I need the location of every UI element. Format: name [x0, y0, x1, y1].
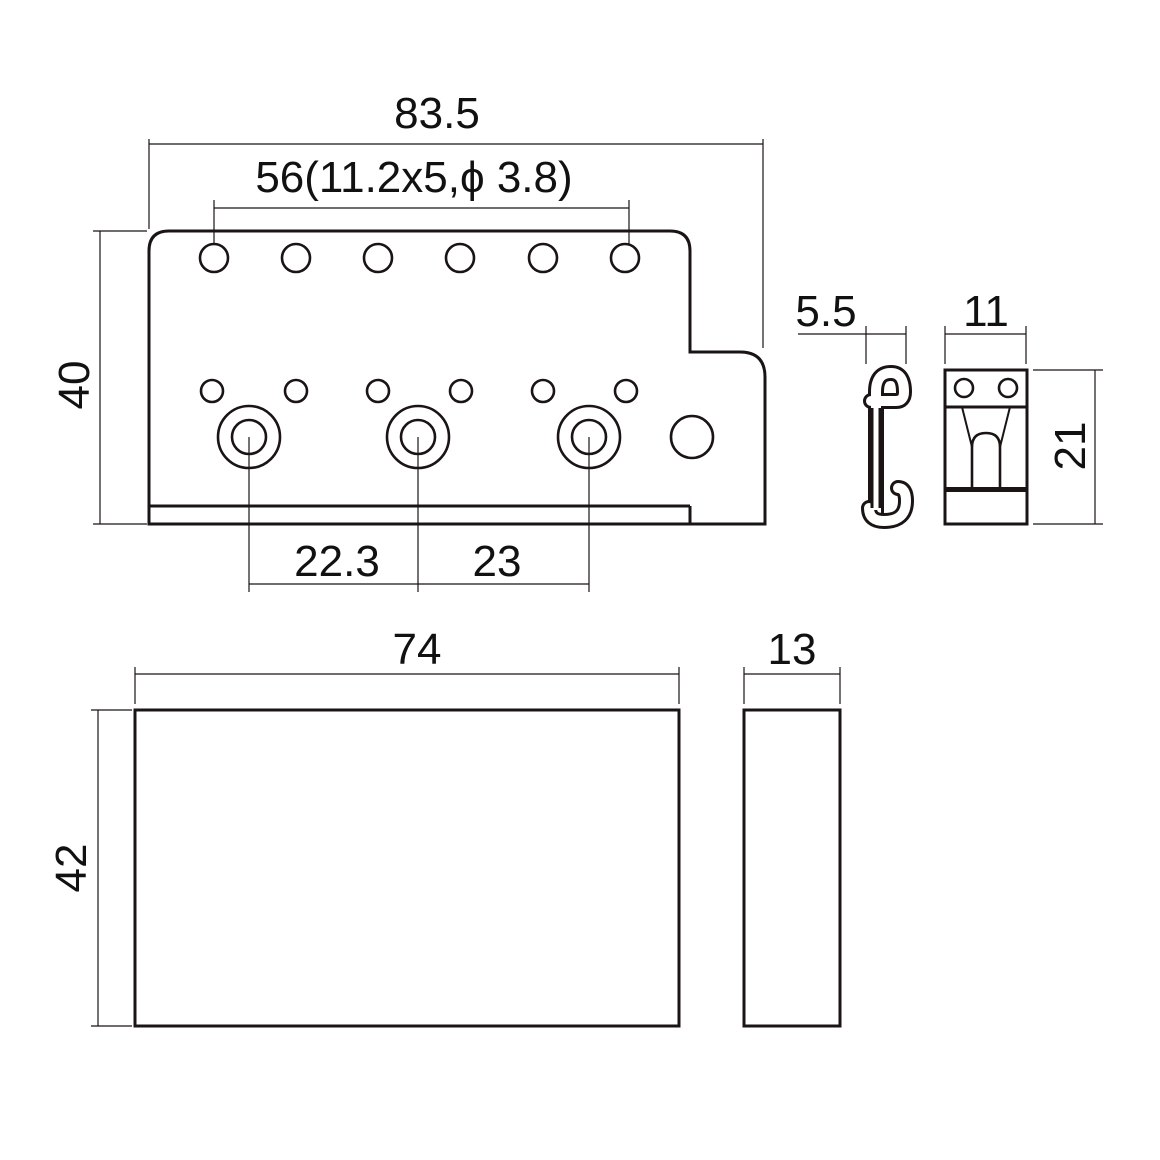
dim-hook-width: 5.5	[795, 287, 856, 336]
dim-saddle-spacing: 56(11.2x5,ϕ 3.8)	[255, 153, 572, 202]
saddle-hole	[527, 242, 559, 274]
dim-block-depth: 13	[768, 625, 817, 674]
saddle-hole	[609, 242, 641, 274]
saddle-hole	[362, 242, 394, 274]
mount-hole	[365, 378, 391, 404]
dim-block-width: 74	[393, 625, 442, 674]
dim-plate-width: 83.5	[394, 89, 480, 138]
sustain-block-side	[742, 708, 842, 1028]
spring-claw	[943, 368, 1029, 526]
saddle-hole	[444, 242, 476, 274]
spring-claw-dimensions: 11 21	[944, 287, 1103, 525]
mount-hole	[448, 378, 474, 404]
saddle-hole	[198, 242, 230, 274]
plate-dimensions: 83.5 56(11.2x5,ϕ 3.8) 40 22.3 23	[50, 89, 764, 592]
bridge-plate	[147, 229, 767, 526]
sustain-block-dimensions: 74 42	[47, 625, 680, 1027]
block-side-dimension: 13	[743, 625, 841, 704]
mount-hole	[199, 378, 225, 404]
mount-hole	[613, 378, 639, 404]
dim-block-height: 42	[47, 844, 96, 893]
claw-hole	[997, 377, 1019, 399]
mounting-holes	[199, 378, 639, 404]
arm-hole	[669, 414, 715, 460]
claw-hole	[953, 377, 975, 399]
plate-outline	[147, 229, 767, 526]
saddle-hole	[280, 242, 312, 274]
dim-claw-width: 11	[963, 287, 1009, 336]
saddle-holes	[198, 242, 641, 274]
sustain-block	[133, 708, 681, 1028]
block-front	[133, 708, 681, 1028]
dim-screw-left: 22.3	[294, 537, 380, 586]
mount-hole	[283, 378, 309, 404]
dim-screw-right: 23	[473, 537, 522, 586]
block-side	[742, 708, 842, 1028]
claw-slot	[970, 431, 1002, 487]
claw-band	[946, 487, 1026, 492]
spring-hook	[861, 365, 914, 529]
dim-claw-height: 21	[1046, 422, 1095, 471]
dim-plate-height: 40	[50, 361, 99, 410]
mount-hole	[530, 378, 556, 404]
spring-hook-dimension: 5.5	[795, 287, 907, 364]
